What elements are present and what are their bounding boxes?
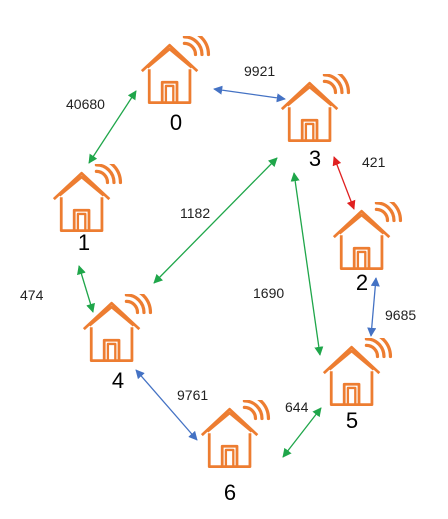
node-label-2: 2 [356,270,368,295]
edge-1-4 [77,265,95,313]
edge-weight-4-6: 9761 [177,387,208,403]
edge-0-3 [213,85,286,103]
edge-3-2 [332,156,356,210]
node-label-5: 5 [346,408,358,433]
edge-3-4 [153,157,278,284]
house-icon-1 [52,164,123,233]
edge-weight-6-5: 644 [285,399,309,415]
edge-4-6 [135,369,198,441]
edge-weight-3-2: 421 [362,154,386,170]
house-icon-4 [82,294,153,363]
edge-3-5 [290,172,324,356]
nodes-layer: 0 1 2 3 4 5 6 [52,36,403,505]
edge-0-1 [88,90,137,164]
house-icon-5 [322,338,393,407]
edge-weight-1-4: 474 [20,287,44,303]
node-label-6: 6 [224,480,236,505]
node-label-3: 3 [309,146,321,171]
house-icon-3 [280,74,351,143]
edge-2-5 [367,277,380,337]
edge-weight-2-5: 9685 [385,307,416,323]
node-label-0: 0 [170,110,182,135]
edge-weight-0-1: 40680 [66,96,105,112]
house-icon-0 [140,36,211,105]
node-label-1: 1 [78,230,90,255]
edge-weight-0-3: 9921 [244,63,275,79]
edge-weight-3-5: 1690 [253,285,284,301]
edge-weight-3-4: 1182 [180,205,210,221]
house-icon-6 [200,400,271,469]
edge-6-5 [282,407,322,458]
house-icon-2 [332,202,403,271]
node-label-4: 4 [112,368,124,393]
